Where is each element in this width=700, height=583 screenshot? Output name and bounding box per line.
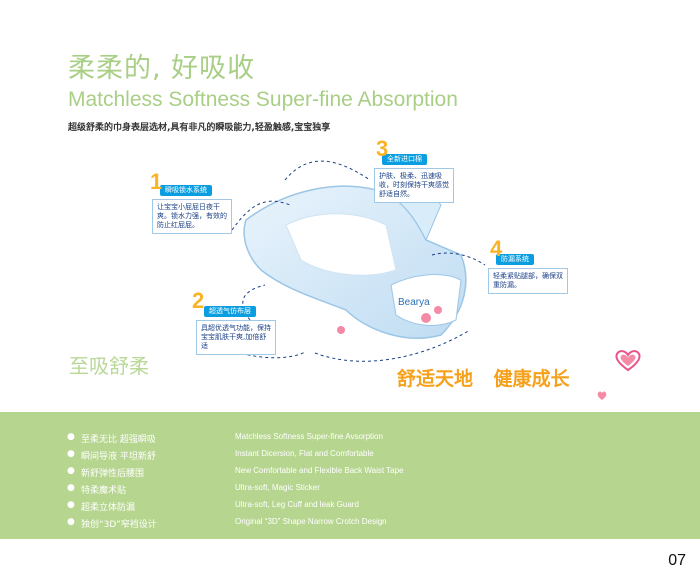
callout-body: 具超优透气功能，保持宝宝肌肤干爽,加倍舒适 — [196, 320, 276, 355]
slogan-right: 舒适天地 健康成长 — [397, 364, 570, 391]
page-subtitle: Matchless Softness Super-fine Absorption — [68, 88, 458, 111]
callout-3: 3 全新进口棉 护肤、极柔、迅速吸收，时刻保持干爽感觉舒适自然。 — [374, 138, 454, 203]
callout-heading: 防漏系统 — [496, 254, 534, 265]
callout-4: 4 防漏系统 轻柔紧贴腿部，确保双重防漏。 — [488, 238, 568, 294]
callout-body: 轻柔紧贴腿部，确保双重防漏。 — [488, 268, 568, 294]
callout-number: 1 — [150, 169, 163, 194]
small-heart-icon — [597, 391, 607, 400]
slogan-left: 至吸舒柔 — [69, 354, 149, 378]
tagline: 超级舒柔的巾身表层选材,具有非凡的瞬吸能力,轻盈触感,宝宝独享 — [68, 123, 331, 133]
brand-logo-text: Bearya — [398, 297, 430, 308]
feature-band — [0, 412, 700, 539]
page-number: 07 — [668, 552, 686, 569]
slogan-growth: 健康成长 — [493, 368, 570, 390]
callout-number: 4 — [490, 236, 503, 261]
callout-heading: 瞬吸锁水系统 — [160, 185, 212, 196]
callout-2: 2 超透气仿布层 具超优透气功能，保持宝宝肌肤干爽,加倍舒适 — [192, 290, 276, 355]
page-title: 柔柔的, 好吸收 — [68, 53, 256, 84]
callout-heading: 全新进口棉 — [382, 154, 427, 165]
callout-body: 护肤、极柔、迅速吸收，时刻保持干爽感觉舒适自然。 — [374, 168, 454, 203]
callout-number: 2 — [192, 288, 205, 313]
callout-heading: 超透气仿布层 — [204, 306, 256, 317]
slogan-comfort: 舒适天地 — [397, 368, 474, 390]
callout-body: 让宝宝小屁屁日夜干爽。锁水力强，有效的防止红屁屁。 — [152, 199, 232, 234]
callout-1: 1 瞬吸锁水系统 让宝宝小屁屁日夜干爽。锁水力强，有效的防止红屁屁。 — [150, 171, 232, 234]
heart-icon — [615, 350, 641, 372]
callout-number: 3 — [376, 136, 389, 161]
